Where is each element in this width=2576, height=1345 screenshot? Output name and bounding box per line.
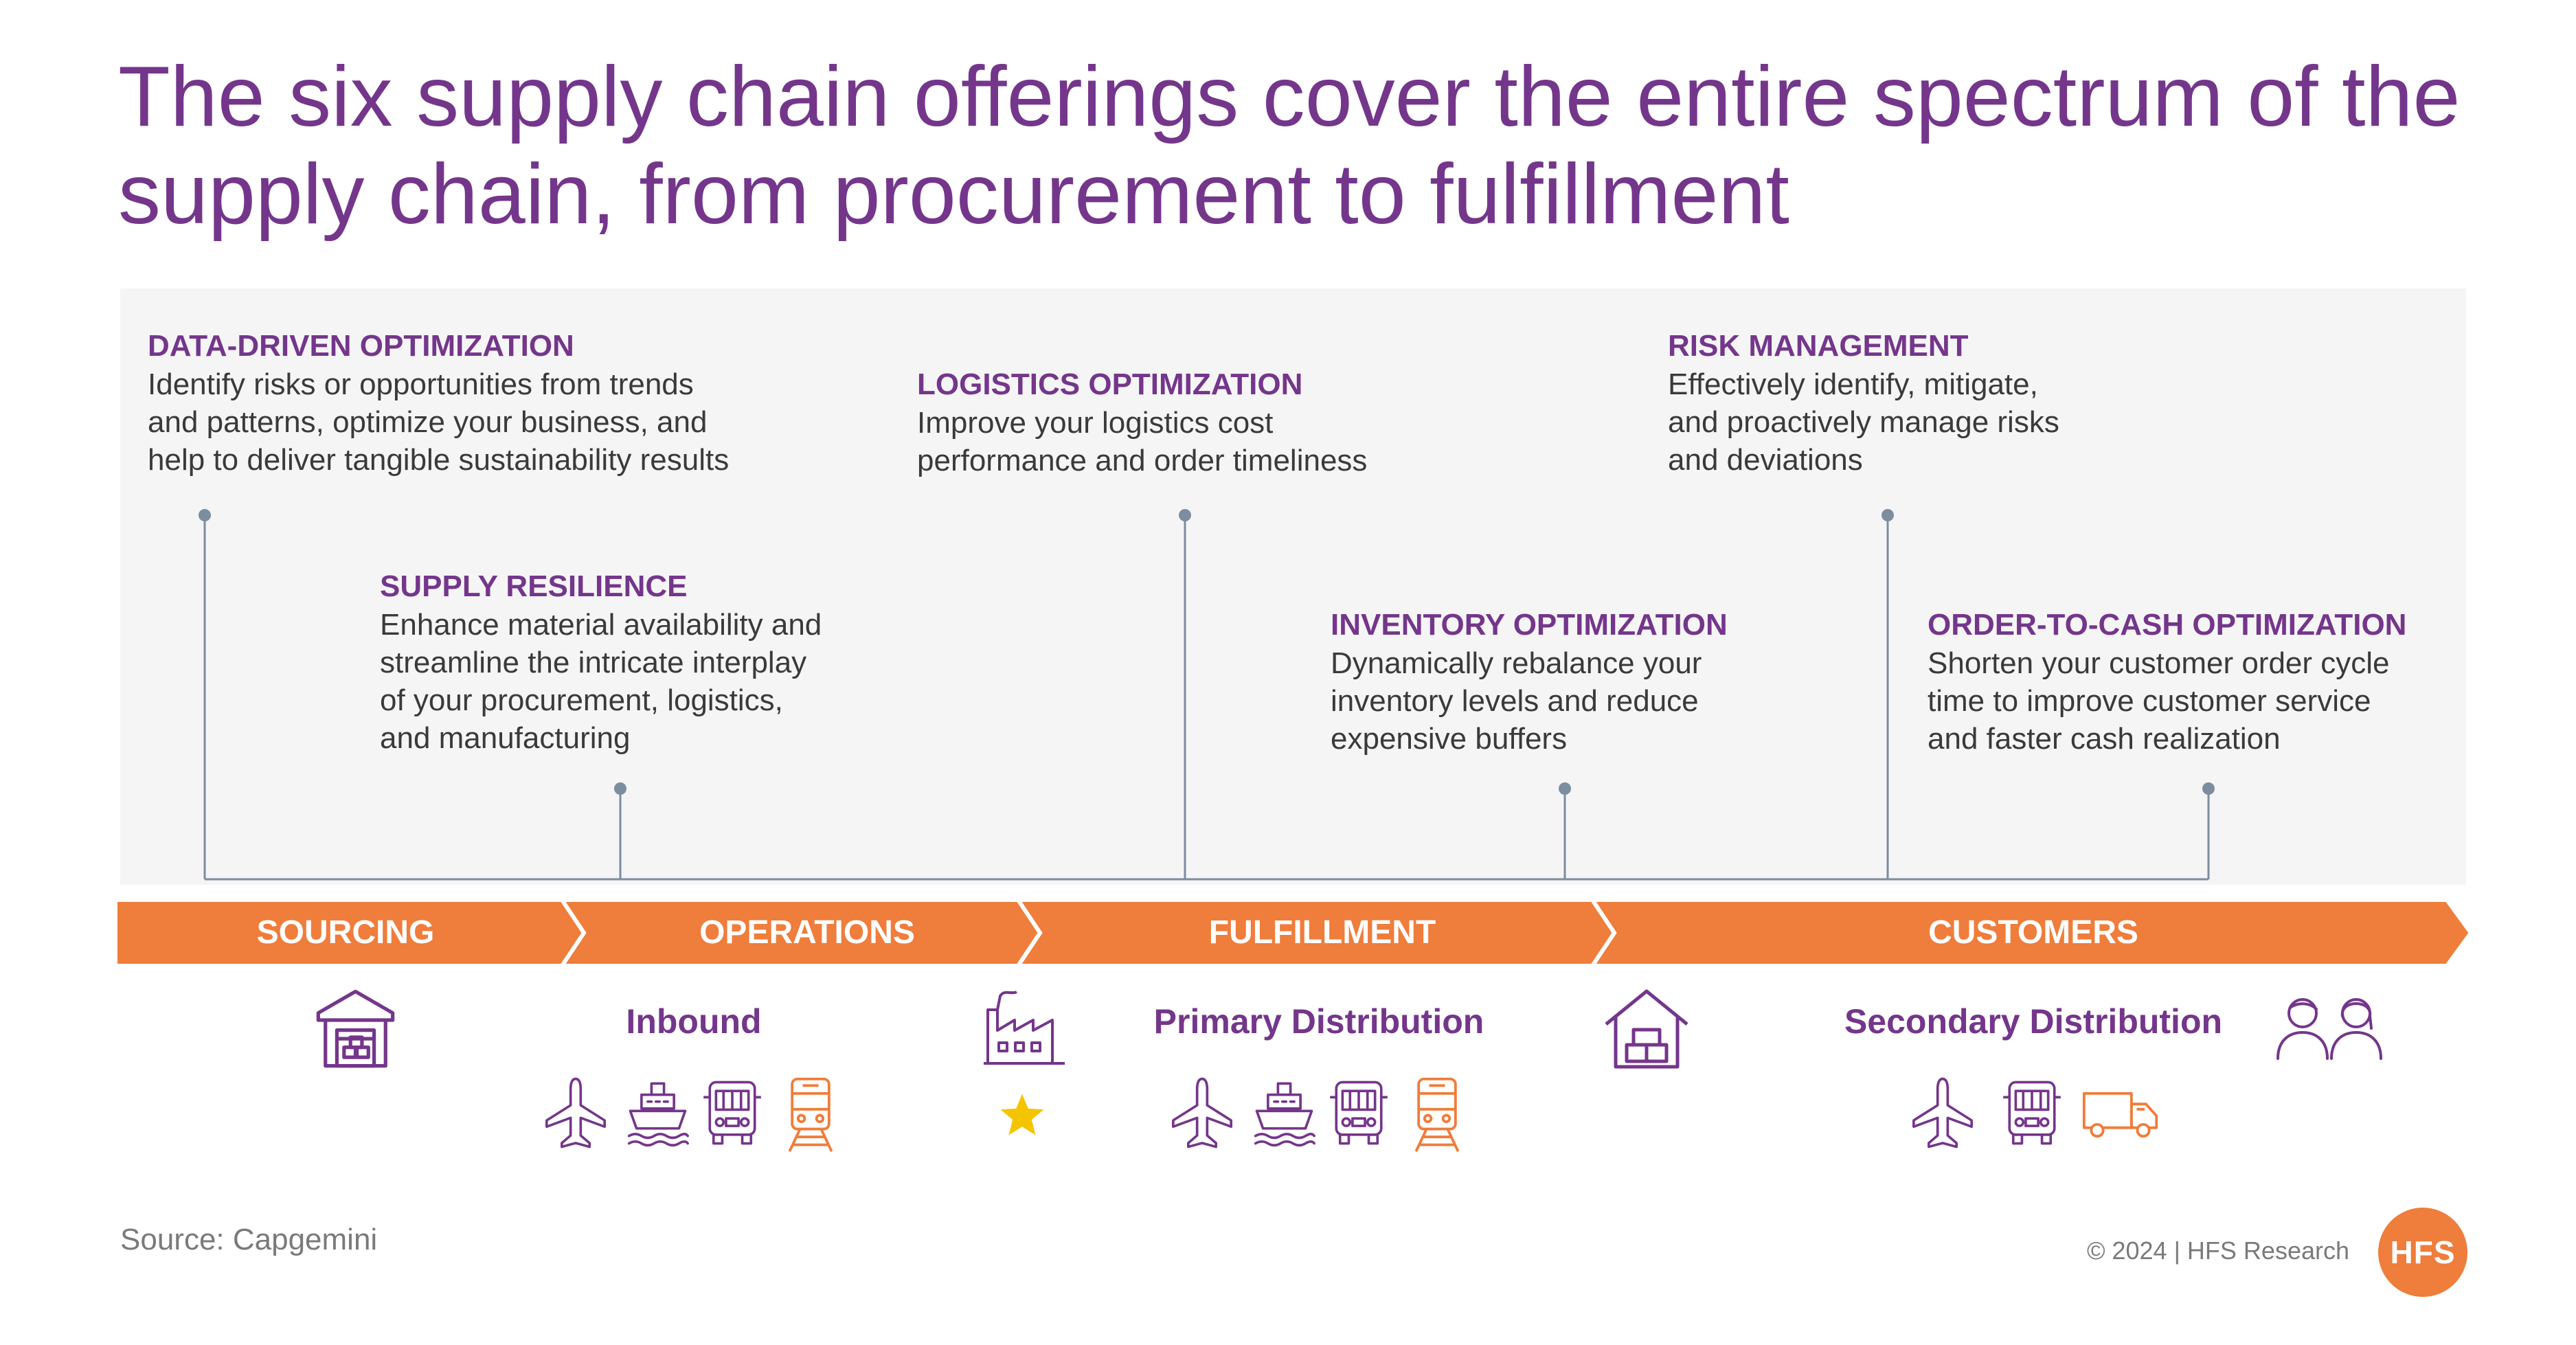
stage-label-sourcing: SOURCING (256, 914, 435, 951)
connector-dot (614, 782, 626, 795)
offering-risk-management: RISK MANAGEMENT Effectively identify, mi… (1668, 327, 2059, 479)
connector-dot (1179, 509, 1191, 521)
primary-distribution-label: Primary Distribution (1153, 1002, 1484, 1041)
inbound-label: Inbound (626, 1002, 762, 1041)
offering-description: Identify risks or opportunities from tre… (148, 368, 730, 477)
truck-icon (2082, 1092, 2158, 1138)
secondary-distribution-label: Secondary Distribution (1844, 1002, 2223, 1041)
page-title: The six supply chain offerings cover the… (118, 49, 2461, 242)
offering-supply-resilience: SUPPLY RESILIENCE Enhance material avail… (380, 567, 822, 757)
star-icon (1000, 1094, 1044, 1135)
offering-heading: LOGISTICS OPTIMIZATION (917, 368, 1303, 401)
connector-dot (2202, 782, 2215, 795)
offering-heading: RISK MANAGEMENT (1668, 329, 1969, 363)
house-box-icon (1605, 989, 1688, 1069)
offering-heading: INVENTORY OPTIMIZATION (1331, 608, 1728, 642)
bus-icon (2003, 1081, 2061, 1145)
connector-dot (1882, 509, 1894, 521)
airplane-icon (545, 1077, 606, 1149)
hfs-logo: HFS (2378, 1208, 2467, 1297)
copyright-note: © 2024 | HFS Research (2086, 1236, 2349, 1265)
offering-heading: SUPPLY RESILIENCE (380, 569, 688, 603)
connector-dot (1559, 782, 1571, 795)
offering-description: Shorten your customer order cycle time t… (1928, 646, 2390, 756)
offering-description: Dynamically rebalance your inventory lev… (1331, 646, 1702, 756)
bus-icon (703, 1081, 761, 1145)
warehouse-icon (316, 989, 395, 1068)
offerings-panel (120, 289, 2466, 885)
airplane-icon (1912, 1077, 1973, 1149)
offering-logistics-optimization: LOGISTICS OPTIMIZATION Improve your logi… (917, 365, 1367, 479)
offering-description: Improve your logistics cost performance … (917, 406, 1368, 477)
offering-heading: DATA-DRIVEN OPTIMIZATION (148, 329, 574, 363)
bus-icon (1330, 1081, 1388, 1145)
train-icon (1414, 1077, 1460, 1152)
offering-heading: ORDER-TO-CASH OPTIMIZATION (1928, 608, 2407, 642)
train-icon (788, 1077, 833, 1152)
airplane-icon (1172, 1077, 1232, 1149)
stage-label-operations: OPERATIONS (699, 914, 915, 951)
offering-order-to-cash-optimization: ORDER-TO-CASH OPTIMIZATION Shorten your … (1928, 606, 2406, 758)
people-icon (2276, 998, 2382, 1060)
source-note: Source: Capgemini (120, 1223, 378, 1256)
stage-chevron-sourcing (113, 898, 587, 968)
ship-icon (627, 1082, 689, 1147)
offering-description: Enhance material availability and stream… (380, 608, 822, 755)
offering-description: Effectively identify, mitigate, and proa… (1668, 368, 2059, 477)
factory-icon (984, 991, 1065, 1065)
offering-data-driven-optimization: DATA-DRIVEN OPTIMIZATION Identify risks … (148, 327, 729, 479)
offering-inventory-optimization: INVENTORY OPTIMIZATION Dynamically rebal… (1331, 606, 1728, 758)
ship-icon (1254, 1082, 1315, 1147)
connector-dot (199, 509, 211, 521)
stage-label-fulfillment: FULFILLMENT (1208, 914, 1436, 951)
stage-label-customers: CUSTOMERS (1928, 914, 2138, 951)
